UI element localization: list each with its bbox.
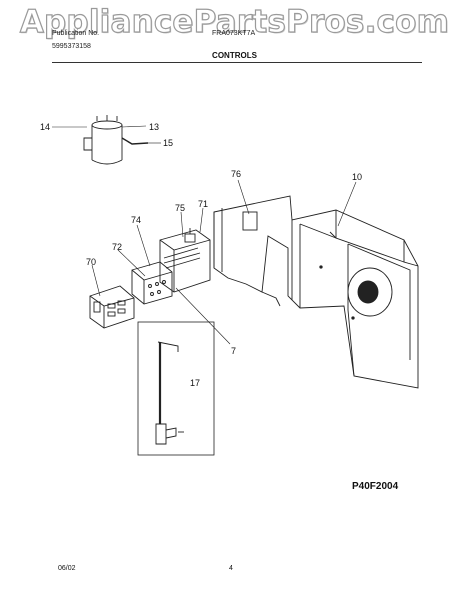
publication-label: Publication No. — [52, 30, 100, 37]
model-number: FRA073KT7A — [212, 30, 256, 37]
control-panel-illustration — [89, 285, 135, 329]
switch-block-illustration — [131, 261, 173, 305]
callout-13: 13 — [149, 122, 159, 132]
leader-lines — [52, 125, 357, 345]
callout-75: 75 — [175, 203, 185, 213]
callout-76: 76 — [231, 169, 241, 179]
page-number: 4 — [229, 565, 233, 572]
callout-17: 17 — [190, 378, 200, 388]
footer-date: 06/02 — [58, 565, 76, 572]
header-rule — [52, 62, 422, 63]
publication-number: 5995373158 — [52, 43, 91, 50]
callout-74: 74 — [131, 215, 141, 225]
callout-72: 72 — [112, 242, 122, 252]
diagram-code: P40F2004 — [352, 481, 399, 492]
callout-71: 71 — [198, 199, 208, 209]
power-cord-detail — [137, 321, 215, 456]
callout-7: 7 — [231, 346, 236, 356]
section-title: CONTROLS — [212, 51, 257, 60]
callout-14: 14 — [40, 122, 50, 132]
capacitor-illustration — [83, 115, 149, 165]
watermark: AppliancePartsPros.com — [19, 3, 450, 40]
control-bracket-illustration — [213, 195, 419, 389]
callout-10: 10 — [352, 172, 362, 182]
callout-70: 70 — [86, 257, 96, 267]
callout-15: 15 — [163, 138, 173, 148]
control-box-illustration — [159, 228, 211, 293]
